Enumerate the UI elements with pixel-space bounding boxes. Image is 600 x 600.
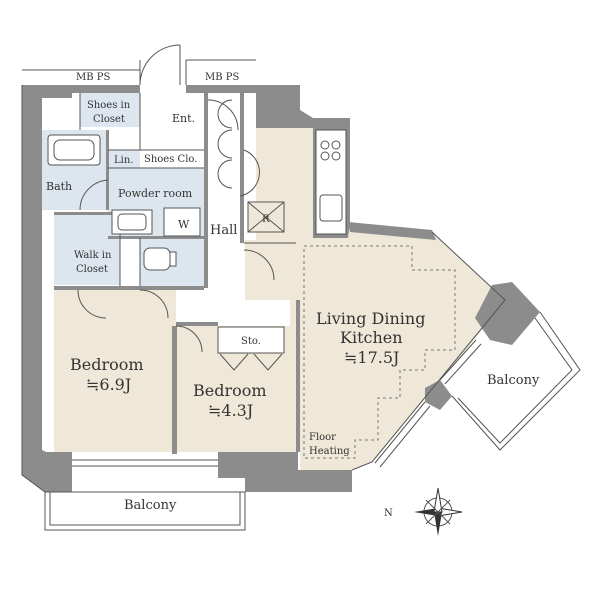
bedroom-right-label: Bedroom [193,381,267,400]
floor-heating-zone [303,245,456,459]
wall-bedroom-top [54,286,204,290]
ldk-label-1: Living Dining [316,309,425,328]
storage-label: Sto. [241,336,261,347]
bedroom-right-size: ≒4.3J [208,401,253,420]
wall-sto-side [296,300,300,452]
wall-bath-right [106,130,109,210]
wall-kitchen-diag [348,222,436,240]
floor-heating-label-2: Heating [309,446,350,457]
bedroom-left-size: ≒6.9J [86,375,131,394]
wall-right-column [475,282,540,345]
washer-box [163,207,201,237]
wall-wic-top [54,212,120,215]
compass-north-label: N [384,508,393,519]
wall-hall-right [240,93,244,243]
shoes-in-closet-floor [80,93,140,127]
shoes-in-closet-label-2: Closet [93,114,125,125]
fixtures [47,129,347,354]
bedroom-left-floor [54,290,176,452]
wall-diag-column [425,380,452,410]
shoes-in-closet-label-1: Shoes in [87,100,131,111]
bathtub [47,134,101,166]
mb-ps-left-label: MB PS [76,72,110,83]
storage-box [217,326,285,354]
wall-top-left [72,85,140,93]
linen-floor [108,150,140,168]
shoes-closet-label: Shoes Clo. [144,154,197,165]
outline [21,44,581,531]
compass-rose: N [384,487,463,536]
wall-bedroom-divider [172,326,177,454]
compass-north-arrow [414,508,438,516]
ldk-label-2: Kitchen [340,328,403,347]
mb-ps-right-label: MB PS [205,72,239,83]
toilet [143,247,171,271]
refrigerator-label: R [262,214,270,225]
labels: MB PS MB PS Shoes in Closet Ent. Shoes C… [46,72,540,513]
bedroom-left-label: Bedroom [70,355,144,374]
ldk-floor [245,128,505,470]
powder-room-label: Powder room [118,187,193,200]
wall-left [22,85,72,492]
wall-top-right [256,85,313,128]
walk-in-closet-label-1: Walk in [74,250,112,261]
washer-label: W [178,218,190,231]
hall-label: Hall [210,223,237,238]
wall-powder-bottom [108,236,204,239]
wall-bed-right-top [176,322,218,326]
wall-bottom-right [218,452,352,492]
wall-top-mid [186,85,256,93]
bath-label: Bath [46,180,72,193]
entrance-label: Ent. [172,112,195,125]
balcony-bottom-label: Balcony [124,498,177,513]
walk-in-closet-label-2: Closet [76,264,108,275]
wall-hall-left [204,93,208,288]
balcony-right-label: Balcony [487,373,540,388]
linen-label: Lin. [114,155,133,166]
floor-heating-label-1: Floor [309,432,336,443]
wall-bottom-left [42,452,72,466]
walk-in-closet-floor [54,215,120,285]
kitchen-counter [315,129,347,235]
ldk-size: ≒17.5J [344,348,399,367]
